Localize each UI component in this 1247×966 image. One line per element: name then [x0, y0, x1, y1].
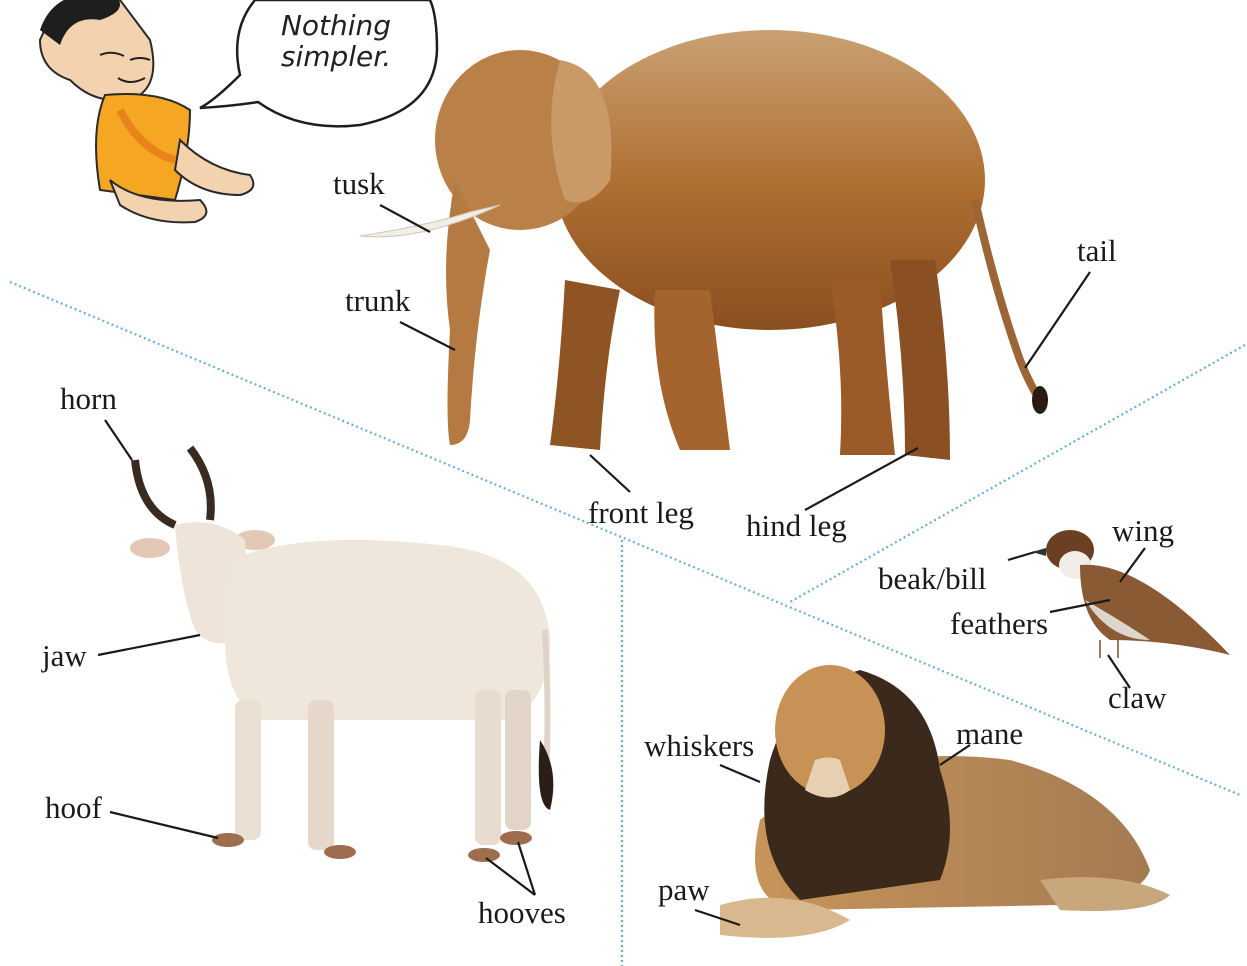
leader-trunk [400, 322, 455, 350]
leader-beak [1008, 552, 1035, 560]
leader-hoof [110, 812, 218, 838]
speech-line-2: simpler. [246, 41, 426, 72]
label-wing: wing [1112, 515, 1174, 546]
leader-tail [1025, 272, 1090, 368]
leader-horn [105, 420, 132, 460]
leader-hooves-b [518, 842, 535, 895]
label-tail: tail [1077, 235, 1117, 266]
label-trunk: trunk [345, 285, 410, 316]
leader-jaw [98, 635, 200, 655]
label-horn: horn [60, 383, 117, 414]
label-hind-leg: hind leg [746, 510, 847, 541]
cartoon-boy [40, 0, 253, 222]
label-hooves: hooves [478, 897, 566, 928]
label-paw: paw [658, 874, 710, 905]
elephant [360, 30, 1048, 460]
speech-line-1: Nothing [246, 10, 426, 41]
label-whiskers: whiskers [644, 730, 754, 761]
speech-bubble-text: Nothing simpler. [246, 10, 426, 73]
label-mane: mane [956, 718, 1023, 749]
label-tusk: tusk [333, 168, 385, 199]
leader-front-leg [590, 455, 630, 492]
cow [130, 448, 553, 862]
sparrow [1032, 530, 1230, 658]
label-beak-bill: beak/bill [878, 563, 986, 594]
label-hoof: hoof [45, 792, 102, 823]
lion [720, 665, 1170, 938]
label-feathers: feathers [950, 608, 1048, 639]
leader-whiskers [720, 765, 760, 782]
leader-hind-leg [805, 448, 918, 510]
label-claw: claw [1108, 682, 1167, 713]
leader-hooves-a [486, 858, 535, 895]
label-front-leg: front leg [588, 497, 694, 528]
label-jaw: jaw [42, 640, 87, 671]
